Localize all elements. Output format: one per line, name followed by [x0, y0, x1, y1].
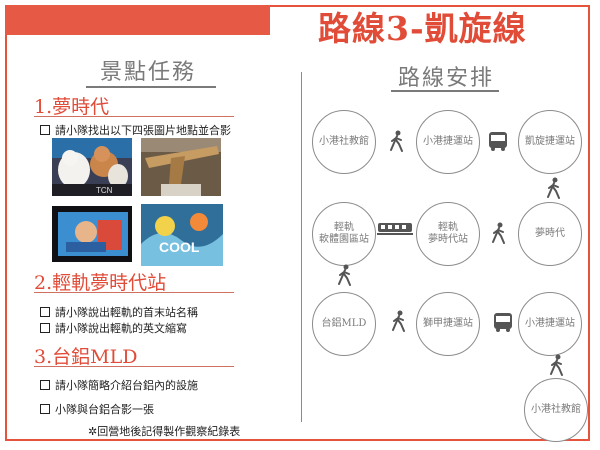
walk-icon: [390, 130, 403, 152]
task-2-underline: [34, 292, 234, 293]
task-3-item-1: 請小隊簡略介紹台鋁內的設施: [40, 377, 198, 393]
column-divider: [301, 72, 302, 422]
checkbox-icon: [40, 380, 50, 390]
station-4: 輕軌軟體園區站: [312, 202, 376, 266]
task-3-underline: [34, 366, 234, 367]
tasks-heading: 景點任務: [100, 60, 197, 85]
task-item-text: 請小隊找出以下四張圖片地點並合影: [55, 124, 231, 137]
station-label: 台鋁MLD: [321, 317, 367, 329]
photo-bears-image: TCN: [52, 138, 132, 196]
station-1: 小港社教館: [312, 110, 376, 174]
station-label: 小港捷運站: [423, 135, 473, 147]
walk-icon: [492, 222, 505, 244]
task-1-underline: [34, 116, 234, 117]
page-title: 路線3-凱旋線: [318, 9, 527, 48]
station-2: 小港捷運站: [416, 110, 480, 174]
station-label-line2: 軟體園區站: [319, 234, 369, 245]
photo-tcn-text: TCN: [96, 186, 113, 195]
photo-screen: [52, 206, 132, 262]
checkbox-icon: [40, 323, 50, 333]
task-2-item-1: 請小隊說出輕軌的首末站名稱: [40, 304, 198, 320]
station-label-line2: 夢時代站: [428, 234, 468, 245]
photo-screen-image: [52, 206, 132, 262]
checkbox-icon: [40, 125, 50, 135]
photo-bears: TCN: [52, 138, 132, 196]
station-label: 輕軌軟體園區站: [319, 222, 369, 247]
station-label: 夢時代: [535, 227, 565, 239]
route-heading-underline: [391, 90, 499, 92]
task-2-item-2: 請小隊說出輕軌的英文縮寫: [40, 320, 187, 336]
walk-icon: [550, 354, 563, 376]
tasks-heading-underline: [86, 86, 216, 88]
photo-graffiti: COOL: [141, 204, 223, 266]
photo-graffiti-image: COOL: [141, 204, 223, 266]
station-7: 台鋁MLD: [312, 292, 376, 356]
station-6: 夢時代: [518, 202, 582, 266]
walk-icon: [547, 177, 560, 199]
station-label-line1: 輕軌: [438, 221, 458, 233]
bus-icon: [494, 313, 512, 332]
reminder-note: ✲回營地後記得製作觀察紀錄表: [88, 425, 241, 438]
photo-cool-text: COOL: [159, 239, 200, 255]
page-frame: [5, 5, 590, 441]
station-8: 獅甲捷運站: [416, 292, 480, 356]
photo-sculpture: [141, 138, 221, 196]
station-9: 小港捷運站: [518, 292, 582, 356]
walk-icon: [338, 264, 351, 286]
station-10: 小港社教館: [524, 378, 588, 442]
walk-icon: [392, 310, 405, 332]
station-label: 小港社教館: [319, 135, 369, 147]
task-2-title: 2.輕軌夢時代站: [34, 272, 167, 294]
task-3-item-2: 小隊與台鋁合影一張: [40, 401, 154, 417]
station-label: 獅甲捷運站: [423, 317, 473, 329]
station-label: 凱旋捷運站: [525, 135, 575, 147]
station-5: 輕軌夢時代站: [416, 202, 480, 266]
header-bar: [5, 5, 270, 35]
task-1-title: 1.夢時代: [34, 96, 110, 118]
photo-sculpture-image: [141, 138, 221, 196]
task-1-item-1: 請小隊找出以下四張圖片地點並合影: [40, 122, 231, 138]
station-3: 凱旋捷運站: [518, 110, 582, 174]
station-label: 輕軌夢時代站: [428, 222, 468, 247]
station-label: 小港社教館: [531, 403, 581, 415]
task-3-title: 3.台鋁MLD: [34, 346, 138, 368]
route-heading: 路線安排: [398, 66, 495, 91]
checkbox-icon: [40, 307, 50, 317]
checkbox-icon: [40, 404, 50, 414]
task-item-text: 請小隊說出輕軌的英文縮寫: [55, 322, 187, 335]
train-icon: [377, 223, 413, 235]
station-label-line1: 輕軌: [334, 221, 354, 233]
task-item-text: 小隊與台鋁合影一張: [55, 403, 154, 416]
station-label: 小港捷運站: [525, 317, 575, 329]
bus-icon: [489, 132, 507, 151]
task-item-text: 請小隊簡略介紹台鋁內的設施: [55, 379, 198, 392]
task-item-text: 請小隊說出輕軌的首末站名稱: [55, 306, 198, 319]
